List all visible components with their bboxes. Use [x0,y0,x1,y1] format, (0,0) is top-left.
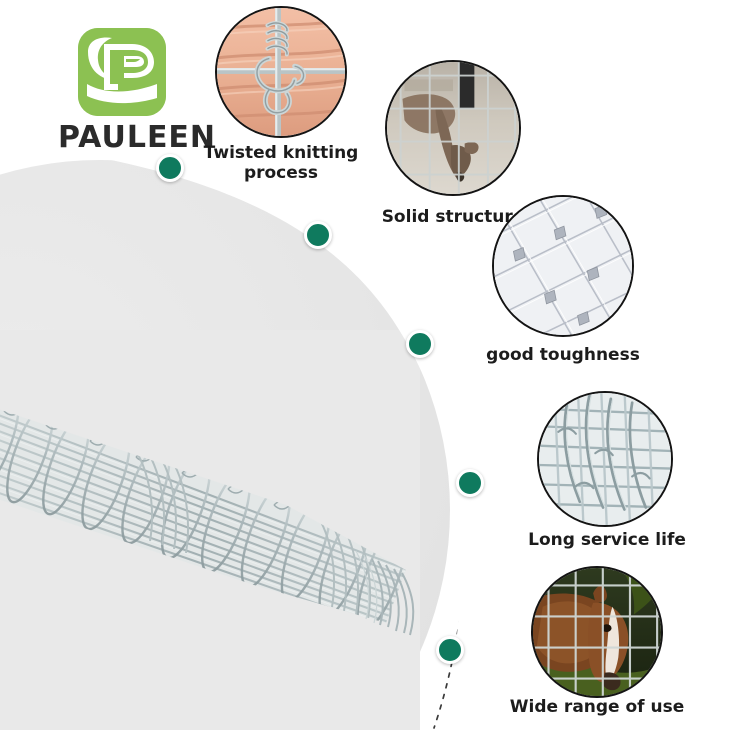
arc-node-dot-good-toughness[interactable] [406,330,434,358]
photo-deer-behind-wire-fence [385,60,521,196]
wire-roll-illustration [0,395,415,636]
hand-wire-knot-illustration [217,8,345,136]
brand-name: PAULEEN [57,120,217,155]
arc-node-dot-long-service-life[interactable] [456,469,484,497]
feature-label-twisted-knitting-process: Twisted knitting process [203,143,359,184]
arc-node-dot-wide-range-of-use[interactable] [436,636,464,664]
arc-node-dot-twisted-knitting-process[interactable] [156,154,184,182]
arc-node-dot-solid-structure[interactable] [304,221,332,249]
pauleen-leaf-logo-icon [78,28,166,116]
feature-label-wide-range-of-use: Wide range of use [509,697,685,717]
horse-fence-illustration [533,568,661,696]
photo-white-wire-mesh-grid [492,195,634,337]
photo-horse-behind-wire-fence [531,566,663,698]
feature-label-solid-structure: Solid structure [381,207,525,227]
wire-bundle-illustration [539,393,671,525]
logo-glyph [78,28,166,116]
mesh-grid-illustration [494,197,632,335]
brand-logo: PAULEEN [52,28,222,168]
deer-fence-illustration [387,62,519,194]
photo-galvanized-wire-bundle-closeup [537,391,673,527]
feature-label-good-toughness: good toughness [486,345,640,365]
product-image-wire-roll [0,355,456,655]
photo-hand-holding-twisted-wire-knot [215,6,347,138]
feature-label-long-service-life: Long service life [528,530,686,550]
